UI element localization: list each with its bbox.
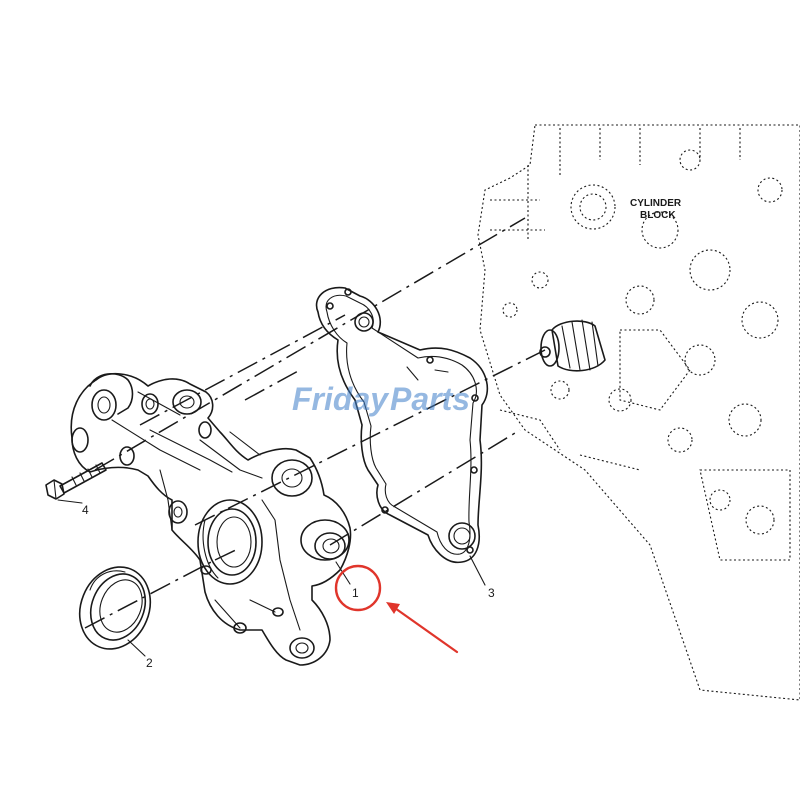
highlight-arrow	[390, 604, 459, 654]
callout-1: 1	[352, 586, 359, 600]
callout-2: 2	[146, 656, 153, 670]
arrow-head-icon	[386, 602, 400, 614]
leader-lines	[57, 499, 486, 657]
callout-numbers: 1 2 3 4	[82, 503, 495, 670]
watermark-text: FridayParts	[292, 381, 470, 417]
callout-4: 4	[82, 503, 89, 517]
block-label-line1: CYLINDER	[630, 198, 682, 209]
highlight-annotation	[334, 564, 459, 654]
watermark-logo: FridayParts	[292, 381, 470, 417]
gasket	[315, 286, 489, 564]
oil-pump-housing	[70, 373, 352, 666]
block-label-line2: BLOCK	[640, 210, 676, 221]
callout-3: 3	[488, 586, 495, 600]
bolt	[45, 462, 107, 500]
front-seal	[78, 566, 152, 650]
cylinder-block: CYLINDER BLOCK	[477, 124, 800, 701]
highlight-circle	[334, 564, 382, 612]
